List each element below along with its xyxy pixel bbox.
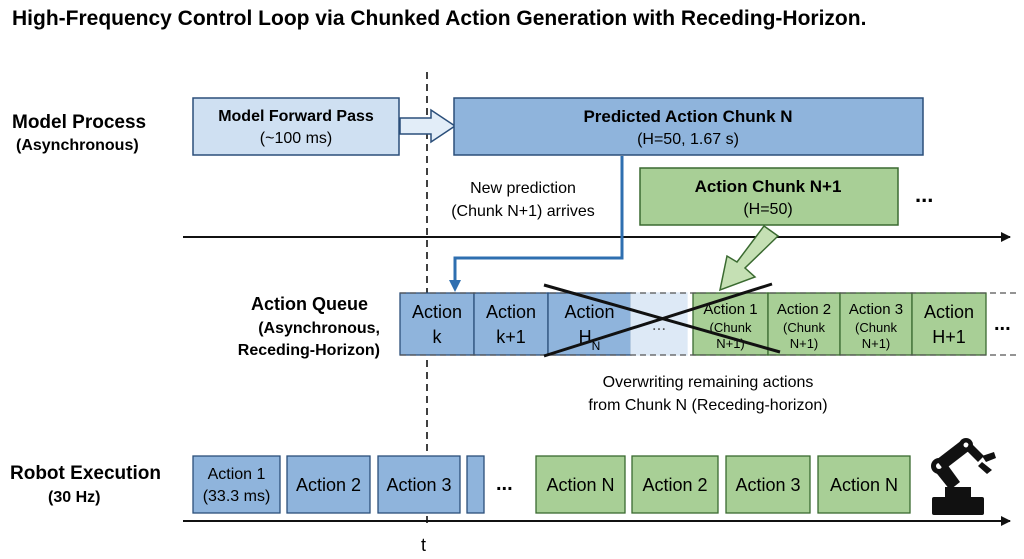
robot-cell-5: Action N bbox=[535, 455, 626, 514]
robot-arm-icon bbox=[931, 438, 996, 515]
model-process-sublabel: (Asynchronous) bbox=[16, 137, 139, 154]
time-marker-label: t bbox=[421, 535, 426, 555]
robot-cell-box bbox=[535, 455, 626, 514]
queue-cell-label: Action bbox=[924, 302, 974, 322]
robot-cell-label: Action 1 bbox=[208, 466, 266, 483]
overwrite-cross-line-2 bbox=[543, 282, 773, 358]
robot-cell-box bbox=[377, 455, 461, 514]
queue-cell-label: Action 3 bbox=[849, 301, 903, 318]
overwrite-note-1: Overwriting remaining actions bbox=[603, 374, 814, 391]
robot-cell-label: Action 2 bbox=[296, 475, 361, 495]
model-process-label: Model Process bbox=[12, 112, 146, 133]
action-chunk-n1-box bbox=[639, 167, 899, 226]
predicted-action-chunk-n-label: Predicted Action Chunk N bbox=[583, 107, 792, 126]
action-queue-sublabel-1: (Asynchronous, bbox=[258, 320, 380, 337]
queue-cell-source-2: N+1) bbox=[790, 336, 819, 351]
robot-execution-cells: Action 1 (33.3 ms) Action 2 Action 3 Action … bbox=[192, 455, 911, 514]
robot-cell-box bbox=[466, 455, 485, 514]
chunk-n1-insert-arrow bbox=[718, 224, 780, 292]
action-chunk-n1-detail: (H=50) bbox=[743, 201, 792, 218]
new-prediction-note-2: (Chunk N+1) arrives bbox=[451, 203, 595, 220]
robot-cell-label: Action 3 bbox=[735, 475, 800, 495]
queue-cell-box bbox=[473, 292, 549, 356]
robot-execution-sublabel: (30 Hz) bbox=[48, 489, 100, 506]
queue-cell-label: Action 1 bbox=[703, 301, 757, 318]
queue-cell-label: Action bbox=[564, 302, 614, 322]
queue-cell-box bbox=[839, 292, 913, 356]
robot-cell-label: Action 3 bbox=[386, 475, 451, 495]
action-queue-label: Action Queue bbox=[251, 294, 368, 314]
queue-cell-source: (Chunk bbox=[783, 320, 825, 335]
queue-more-ellipsis: ... bbox=[994, 313, 1011, 335]
robot-more-ellipsis: ... bbox=[496, 473, 513, 495]
robot-cell-4 bbox=[466, 455, 485, 514]
queue-cell-index: k bbox=[433, 327, 443, 347]
model-forward-pass-duration: (~100 ms) bbox=[260, 130, 332, 147]
robot-cell-box bbox=[817, 455, 911, 514]
robot-cell-2: Action 2 bbox=[286, 455, 371, 514]
action-chunk-n1-label: Action Chunk N+1 bbox=[695, 177, 842, 196]
robot-cell-box bbox=[631, 455, 719, 514]
robot-cell-label: Action 2 bbox=[642, 475, 707, 495]
diagram-title: High-Frequency Control Loop via Chunked … bbox=[12, 7, 866, 30]
forward-to-chunk-arrow bbox=[399, 108, 457, 144]
queue-cell-index: k+1 bbox=[496, 327, 526, 347]
queue-cell-1: Action k bbox=[399, 292, 475, 356]
queue-cell-box bbox=[911, 292, 987, 356]
queue-cell-source: (Chunk bbox=[710, 320, 752, 335]
new-prediction-note-1: New prediction bbox=[470, 180, 576, 197]
robot-cell-3: Action 3 bbox=[377, 455, 461, 514]
predicted-action-chunk-n-detail: (H=50, 1.67 s) bbox=[637, 131, 739, 148]
queue-cell-label: Action bbox=[486, 302, 536, 322]
model-forward-pass-label: Model Forward Pass bbox=[218, 108, 374, 125]
overwrite-note-2: from Chunk N (Receding-horizon) bbox=[588, 397, 827, 414]
robot-cell-1: Action 1 (33.3 ms) bbox=[192, 455, 281, 514]
model-more-ellipsis: ... bbox=[915, 182, 933, 207]
new-prediction-arrow bbox=[449, 156, 624, 292]
robot-cell-6: Action 2 bbox=[631, 455, 719, 514]
robot-cell-box bbox=[286, 455, 371, 514]
robot-cell-box bbox=[725, 455, 811, 514]
queue-cell-source-2: N+1) bbox=[862, 336, 891, 351]
robot-cell-box bbox=[192, 455, 281, 514]
robot-execution-label: Robot Execution bbox=[10, 463, 161, 484]
robot-cell-8: Action N bbox=[817, 455, 911, 514]
robot-cell-label: Action N bbox=[830, 475, 898, 495]
robot-cell-label: Action N bbox=[546, 475, 614, 495]
model-forward-pass-box bbox=[192, 97, 400, 156]
robot-cell-duration: (33.3 ms) bbox=[203, 488, 271, 505]
queue-cell-2: Action k+1 bbox=[473, 292, 549, 356]
queue-cell-source: (Chunk bbox=[855, 320, 897, 335]
action-queue-sublabel-2: Receding-Horizon) bbox=[238, 342, 380, 359]
queue-cell-label: Action bbox=[412, 302, 462, 322]
queue-cell-index: H+1 bbox=[932, 327, 966, 347]
robot-cell-7: Action 3 bbox=[725, 455, 811, 514]
queue-cell-label: Action 2 bbox=[777, 301, 831, 318]
predicted-action-chunk-n-box bbox=[453, 97, 924, 156]
